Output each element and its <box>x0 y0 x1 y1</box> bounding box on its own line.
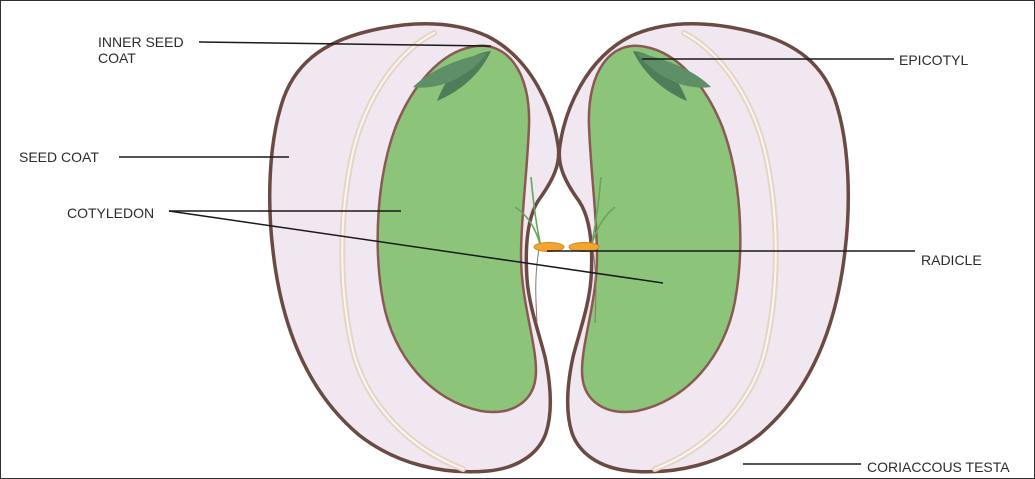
left-root-hairs <box>536 249 539 323</box>
inner-seed-coat-label: INNER SEED COAT <box>98 34 208 66</box>
epicotyl-label: EPICOTYL <box>899 52 968 68</box>
seed-coat-label: SEED COAT <box>19 149 99 165</box>
left-radicle <box>534 243 564 252</box>
coriaccous-testa-label: CORIACCOUS TESTA <box>867 459 1010 475</box>
radicle-label: RADICLE <box>921 252 982 268</box>
right-radicle <box>569 243 599 252</box>
cotyledon-label: COTYLEDON <box>67 205 154 221</box>
